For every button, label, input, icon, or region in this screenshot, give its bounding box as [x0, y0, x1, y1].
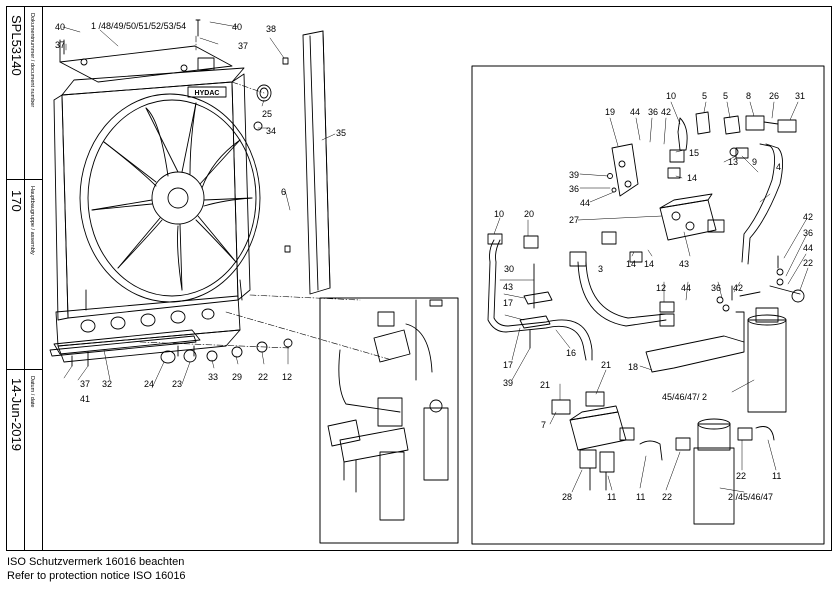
callout-label: 24 — [144, 379, 154, 389]
callout-label: 37 — [80, 379, 90, 389]
callout-label: 21 — [540, 380, 550, 390]
callout-label: 42 — [803, 212, 813, 222]
callout-label: 35 — [336, 128, 346, 138]
callout-label: 36 — [569, 184, 579, 194]
callout-label: 39 — [503, 378, 513, 388]
callout-label: 28 — [562, 492, 572, 502]
callout-leaders — [62, 21, 809, 493]
assembly-label: Hauptbaugruppe / assembly — [29, 186, 35, 255]
callout-label: 10 — [494, 209, 504, 219]
assembly-cell: 170 Hauptbaugruppe / assembly — [7, 180, 43, 370]
callout-label: 37 — [238, 41, 248, 51]
date-label: Datum / date — [29, 376, 35, 408]
callout-label: 36 — [648, 107, 658, 117]
callout-label: 19 — [605, 107, 615, 117]
callout-label: 32 — [102, 379, 112, 389]
callout-label: 22 — [803, 258, 813, 268]
leader-lines — [139, 35, 393, 361]
callout-label: 33 — [208, 372, 218, 382]
callout-label: 1 /48/49/50/51/52/53/54 — [91, 21, 186, 31]
callout-label: 42 — [733, 283, 743, 293]
callout-label: 44 — [580, 198, 590, 208]
callout-label: 30 — [504, 264, 514, 274]
callout-label: 21 — [601, 360, 611, 370]
callout-label: 15 — [689, 148, 699, 158]
detail-view — [471, 65, 825, 545]
callout-label: 36 — [711, 283, 721, 293]
callout-label: 18 — [628, 362, 638, 372]
callout-label: 44 — [681, 283, 691, 293]
callout-label: 12 — [282, 372, 292, 382]
callout-label: 31 — [795, 91, 805, 101]
callout-label: 14 — [626, 259, 636, 269]
cooler-assembly — [49, 45, 261, 363]
callout-label: 29 — [232, 372, 242, 382]
callout-label: 14 — [644, 259, 654, 269]
date-cell: 14-Jun-2019 Datum / date — [7, 370, 43, 550]
callout-label: 43 — [503, 282, 513, 292]
callout-label: 17 — [503, 360, 513, 370]
callout-label: 20 — [524, 209, 534, 219]
callout-label: 39 — [569, 170, 579, 180]
brand-plate: HYDAC — [195, 90, 220, 97]
callout-label: 11 — [607, 492, 616, 502]
callout-label: 26 — [769, 91, 779, 101]
callout-label: 37 — [55, 40, 65, 50]
callout-label: 11 — [772, 471, 781, 481]
title-block: SPL53140 Dokumentnummer / document numbe… — [7, 7, 43, 550]
callout-labels: 40 1 /48/49/50/51/52/53/54 40 37 37 38 2… — [55, 21, 813, 502]
date-value: 14-Jun-2019 — [9, 378, 24, 451]
callout-label: 25 — [262, 109, 272, 119]
callout-label: 2 /45/46/47 — [728, 492, 773, 502]
cooler-loose-parts — [59, 19, 293, 367]
callout-label: 23 — [172, 379, 182, 389]
mounting-bracket — [282, 30, 331, 295]
callout-label: 22 — [736, 471, 746, 481]
callout-label: 13 — [728, 157, 738, 167]
callout-label: 14 — [687, 173, 697, 183]
document-number-label: Dokumentnummer / document number — [29, 13, 35, 108]
callout-label: 22 — [258, 372, 268, 382]
callout-label: 4 — [776, 162, 781, 172]
drawing-frame: SPL53140 Dokumentnummer / document numbe… — [6, 6, 832, 551]
callout-label: 5 — [702, 91, 707, 101]
callout-label: 6 — [281, 187, 286, 197]
document-number: SPL53140 — [9, 15, 24, 76]
callout-label: 12 — [656, 283, 666, 293]
callout-label: 7 — [541, 420, 546, 430]
callout-label: 44 — [803, 243, 813, 253]
document-number-cell: SPL53140 Dokumentnummer / document numbe… — [7, 7, 43, 180]
callout-label: 45/46/47/ 2 — [662, 392, 707, 402]
callout-label: 3 — [598, 264, 603, 274]
callout-label: 5 — [723, 91, 728, 101]
title-block-divider — [24, 7, 25, 550]
callout-label: 8 — [746, 91, 751, 101]
callout-label: 43 — [679, 259, 689, 269]
callout-label: 27 — [569, 215, 579, 225]
callout-label: 16 — [566, 348, 576, 358]
exploded-view-drawing: HYDAC 40 1 /48/49/50/51/52/53/54 40 37 3… — [49, 19, 825, 545]
callout-label: 10 — [666, 91, 676, 101]
callout-label: 22 — [662, 492, 672, 502]
callout-label: 40 — [55, 22, 65, 32]
callout-label: 34 — [266, 126, 276, 136]
callout-label: 44 — [630, 107, 640, 117]
inset-overview — [319, 297, 459, 544]
assembly-number: 170 — [9, 190, 24, 212]
callout-label: 41 — [80, 394, 90, 404]
callout-label: 40 — [232, 22, 242, 32]
callout-label: 17 — [503, 298, 513, 308]
callout-label: 42 — [661, 107, 671, 117]
protection-notice-german: ISO Schutzvermerk 16016 beachten — [7, 556, 185, 568]
callout-label: 38 — [266, 24, 276, 34]
callout-label: 9 — [752, 157, 757, 167]
callout-label: 36 — [803, 228, 813, 238]
callout-label: 11 — [636, 492, 645, 502]
protection-notice-english: Refer to protection notice ISO 16016 — [7, 570, 186, 582]
